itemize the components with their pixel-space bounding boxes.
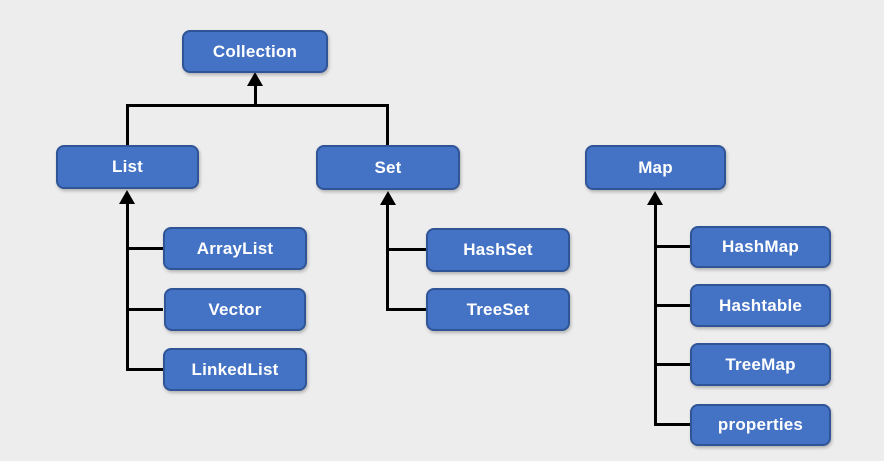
connector-map-to-hashtable [654, 304, 690, 307]
connector-list-to-linkedlist [126, 368, 163, 371]
arrow-up-icon-set [380, 191, 396, 205]
connector-set-to-treeset [386, 308, 426, 311]
connector-set-vertical [386, 203, 389, 311]
node-set: Set [316, 145, 460, 190]
connector-map-to-properties [654, 423, 690, 426]
node-hashset: HashSet [426, 228, 570, 272]
node-treeset: TreeSet [426, 288, 570, 331]
node-treemap: TreeMap [690, 343, 831, 386]
node-linkedlist: LinkedList [163, 348, 307, 391]
connector-collection-horizontal [126, 104, 389, 107]
connector-list-vertical [126, 202, 129, 371]
connector-list-to-arraylist [126, 247, 163, 250]
node-hashmap: HashMap [690, 226, 831, 268]
connector-map-vertical [654, 203, 657, 426]
connector-collection-to-set [386, 104, 389, 145]
node-map: Map [585, 145, 726, 190]
node-list: List [56, 145, 199, 189]
arrow-up-icon-list [119, 190, 135, 204]
node-vector: Vector [164, 288, 306, 331]
connector-map-to-treemap [654, 363, 690, 366]
connector-set-to-hashset [386, 248, 426, 251]
connector-collection-stem [254, 84, 257, 107]
connector-map-to-hashmap [654, 245, 690, 248]
node-arraylist: ArrayList [163, 227, 307, 270]
arrow-up-icon-collection [247, 72, 263, 86]
connector-collection-to-list [126, 104, 129, 145]
node-hashtable: Hashtable [690, 284, 831, 327]
node-properties: properties [690, 404, 831, 446]
node-collection: Collection [182, 30, 328, 73]
arrow-up-icon-map [647, 191, 663, 205]
connector-list-to-vector [126, 308, 163, 311]
